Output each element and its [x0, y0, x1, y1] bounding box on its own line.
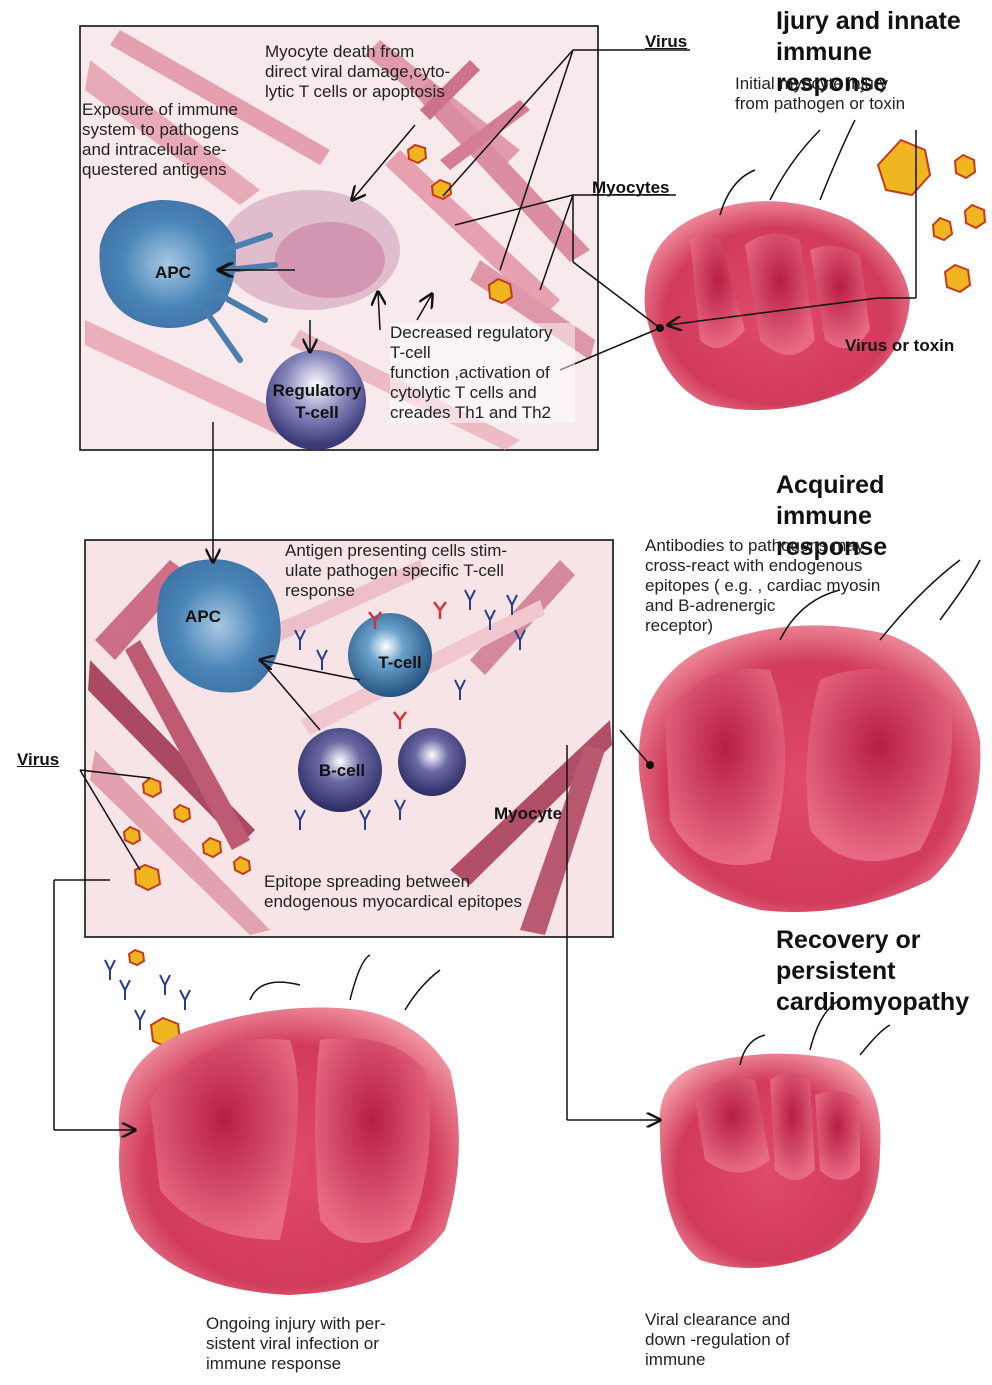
tcell-label: T-cell — [360, 652, 440, 674]
acquired-description: Antibodies to pathogens may cross-react … — [645, 536, 890, 636]
exposure-text: Exposure of immune system to pathogens a… — [82, 100, 257, 180]
bcell-label: B-cell — [302, 760, 382, 782]
regulatory-text: Decreased regulatory T-cell function ,ac… — [390, 323, 575, 423]
ongoing-injury-text: Ongoing injury with per- sistent viral i… — [206, 1314, 406, 1374]
virus-or-toxin-label: Virus or toxin — [845, 336, 954, 356]
antibodies-bottom — [105, 960, 190, 1030]
second-bcell — [398, 728, 466, 796]
virus-label-top: Virus — [645, 32, 687, 52]
innate-description: Initial myocyte injury from pathogen or … — [735, 74, 935, 114]
antigen-text: Antigen presenting cells stim- ulate pat… — [285, 541, 520, 601]
myocytes-label: Myocytes — [592, 178, 669, 198]
heart-bottom-right — [660, 1000, 891, 1268]
regulatory-tcell-label: Regulatory T-cell — [262, 380, 372, 424]
apc-label-middle: APC — [178, 606, 228, 628]
heart-bottom-left — [119, 955, 459, 1295]
myocyte-death-text: Myocyte death from direct viral damage,c… — [265, 42, 475, 102]
virus-label-left: Virus — [17, 750, 59, 770]
viral-clearance-text: Viral clearance and down -regulation of … — [645, 1310, 815, 1370]
heart-top-right — [645, 120, 910, 410]
apc-label-top: APC — [148, 262, 198, 284]
myocyte-label: Myocyte — [494, 804, 562, 824]
epitope-text: Epitope spreading between endogenous myo… — [264, 872, 534, 912]
heading-recovery: Recovery or persistent cardiomyopathy — [776, 925, 986, 1018]
